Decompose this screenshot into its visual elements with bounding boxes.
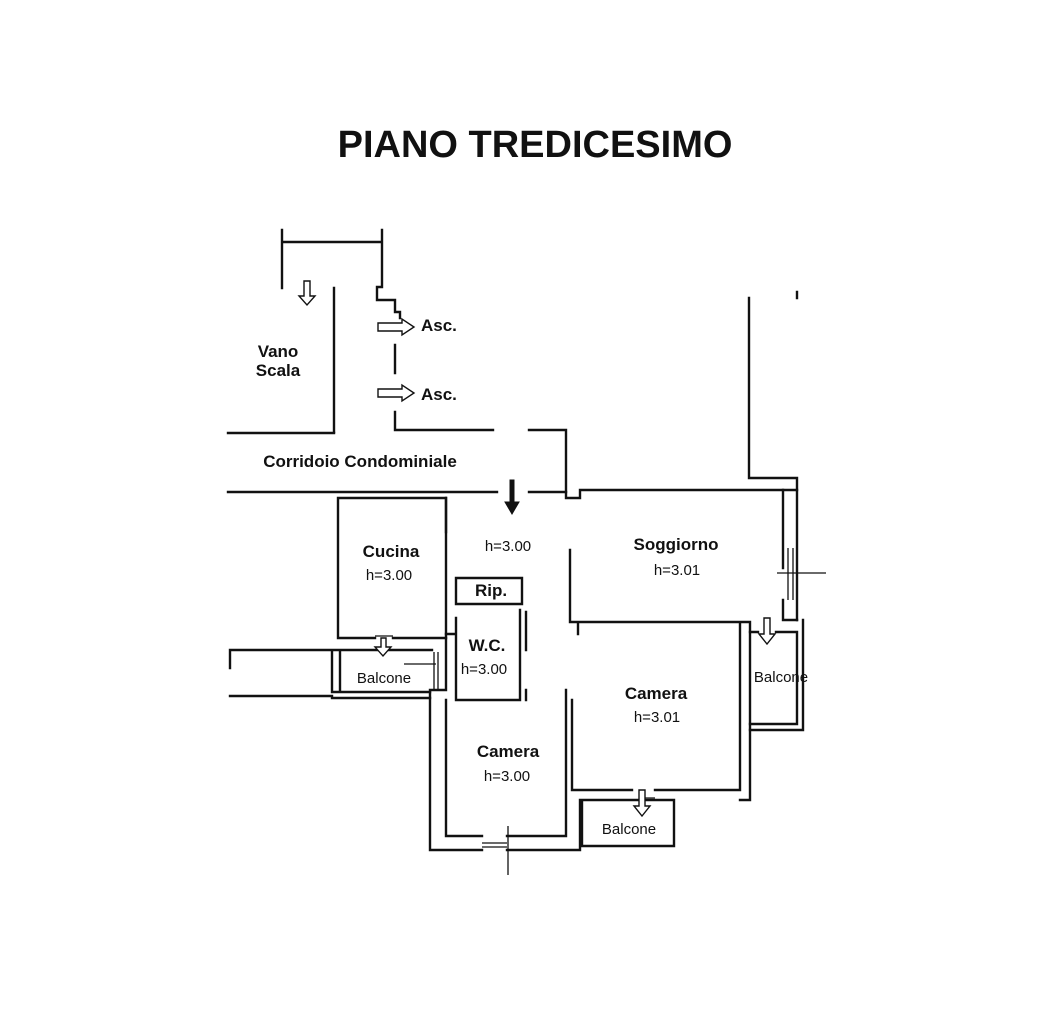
camera-1-label: Camera bbox=[625, 684, 688, 703]
entrance-arrow-icon bbox=[504, 479, 520, 515]
balcone-right-label: Balcone bbox=[754, 669, 808, 686]
cucina-label: Cucina bbox=[363, 542, 420, 561]
arrows bbox=[297, 280, 777, 818]
soggiorno-height: h=3.01 bbox=[654, 562, 700, 579]
camera-1-height: h=3.01 bbox=[634, 709, 680, 726]
rip-label: Rip. bbox=[475, 581, 507, 600]
corridoio-label: Corridoio Condominiale bbox=[263, 452, 457, 471]
rip-walls bbox=[454, 576, 524, 606]
hall-walls bbox=[444, 496, 568, 838]
stair-arrow-icon bbox=[297, 280, 317, 307]
elevator-arrow-1-icon bbox=[377, 317, 416, 337]
cucina-walls bbox=[336, 496, 448, 640]
soggiorno-walls bbox=[568, 488, 799, 802]
window-marks bbox=[375, 548, 794, 848]
wc-height: h=3.00 bbox=[461, 661, 507, 678]
vano-scala-label-1: Vano bbox=[258, 342, 299, 361]
vano-scala-label-2: Scala bbox=[256, 361, 301, 380]
wc-label: W.C. bbox=[469, 636, 506, 655]
balcone-right-arrow-icon bbox=[757, 617, 777, 646]
wc-walls bbox=[428, 608, 676, 852]
balcone-bottom-arrow-icon bbox=[632, 789, 652, 818]
stair-shaft-walls bbox=[280, 228, 402, 434]
soggiorno-label: Soggiorno bbox=[634, 535, 719, 554]
cucina-height: h=3.00 bbox=[366, 567, 412, 584]
plan-title: PIANO TREDICESIMO bbox=[338, 124, 733, 166]
balcone-right-walls bbox=[748, 618, 805, 732]
balcone-left-label: Balcone bbox=[357, 670, 411, 687]
elevator-arrow-2-icon bbox=[377, 383, 416, 403]
room-labels: Vano Scala Asc. Asc. Corridoio Condomini… bbox=[256, 316, 808, 838]
asc-label-1: Asc. bbox=[421, 316, 457, 335]
axis-lines bbox=[404, 572, 826, 875]
camera-2-height: h=3.00 bbox=[484, 768, 530, 785]
right-tower-walls bbox=[747, 290, 799, 492]
balcone-bottom-label: Balcone bbox=[602, 821, 656, 838]
balcone-left-arrow-icon bbox=[373, 637, 393, 658]
elevator-walls bbox=[393, 343, 568, 494]
ingresso-height: h=3.00 bbox=[485, 538, 531, 555]
asc-label-2: Asc. bbox=[421, 385, 457, 404]
camera-2-label: Camera bbox=[477, 742, 540, 761]
